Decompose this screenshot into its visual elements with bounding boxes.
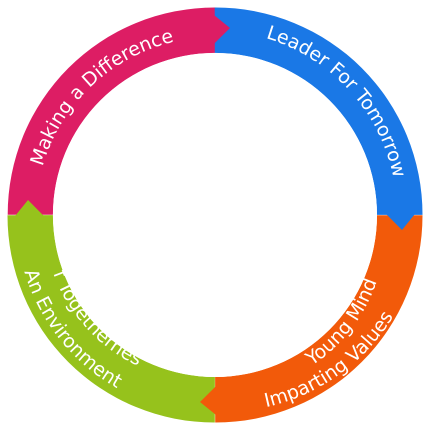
center-circle <box>53 53 377 377</box>
chevrons <box>7 7 423 423</box>
segment-environment-of-togetherness <box>7 215 215 423</box>
chevron-environment-to-making <box>7 200 53 225</box>
chevron-leader-to-imparting <box>377 205 423 230</box>
ring <box>7 7 423 423</box>
chevron-making-to-leader <box>205 7 230 53</box>
segment-imparting-values <box>215 215 423 423</box>
segment-making-a-difference <box>7 7 216 215</box>
segment-leader-for-tomorrow <box>214 7 423 215</box>
chevron-imparting-to-environment <box>200 377 225 423</box>
